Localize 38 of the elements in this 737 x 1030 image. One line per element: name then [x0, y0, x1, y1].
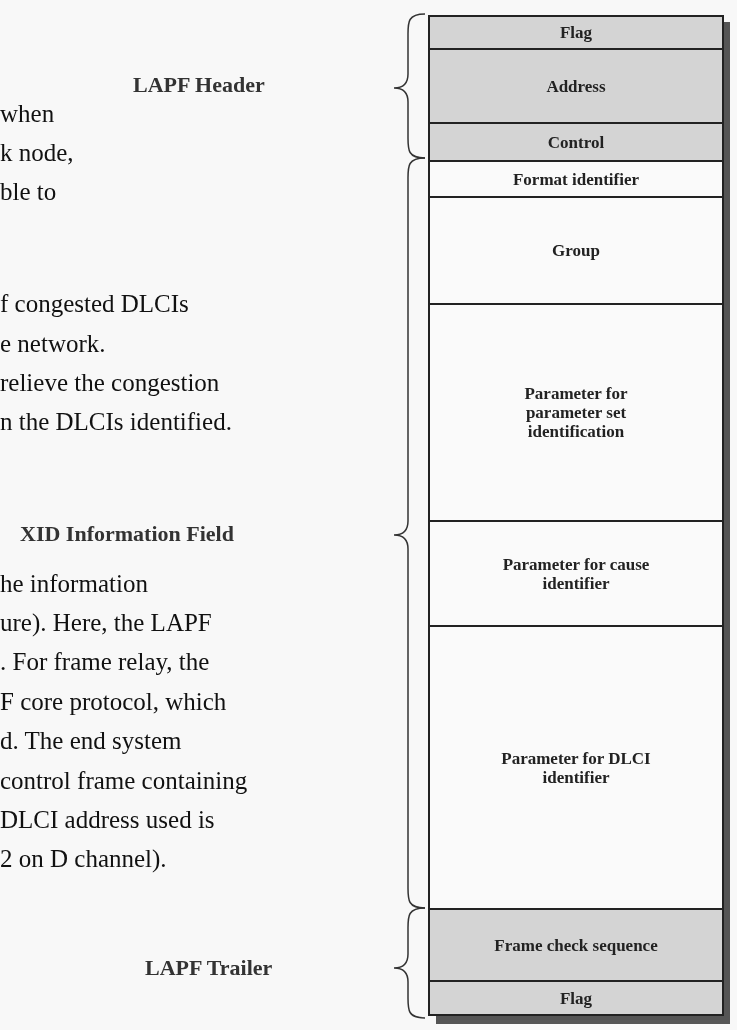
body-text-line: 2 on D channel). — [0, 845, 167, 873]
field-name: Group — [552, 241, 600, 260]
frame-field — [428, 520, 724, 627]
field-name: Parameter for parameter set identification — [523, 384, 629, 441]
section-heading: XID Information Field — [20, 521, 234, 547]
frame-field — [428, 15, 724, 50]
frame-field — [428, 908, 724, 982]
body-text-line: ure). Here, the LAPF — [0, 609, 212, 637]
body-text-line: n the DLCIs identified. — [0, 408, 232, 436]
field-name: Flag — [559, 988, 593, 1008]
body-text-line: d. The end system — [0, 727, 182, 755]
field-name: Flag — [559, 23, 593, 42]
field-name: Frame check sequence — [494, 935, 658, 955]
field-name: Parameter for DLCI identifier — [500, 748, 652, 787]
body-text-line: control frame containing — [0, 767, 248, 795]
body-text-line: . For frame relay, the — [0, 648, 210, 676]
section-heading: LAPF Header — [133, 72, 265, 98]
field-name: Control — [547, 132, 605, 152]
body-text-line: when — [0, 100, 55, 128]
frame-field — [428, 48, 724, 124]
frame-field — [428, 160, 724, 198]
frame-field — [428, 122, 724, 162]
field-name: Format identifier — [512, 169, 639, 189]
section-heading: LAPF Trailer — [145, 955, 273, 981]
body-text-line: he information — [0, 570, 148, 598]
body-text-line: DLCI address used is — [0, 806, 215, 834]
frame-field — [428, 980, 724, 1016]
frame-field — [428, 625, 724, 910]
frame-field — [428, 196, 724, 305]
body-text-line: ble to — [0, 178, 57, 206]
field-name: Address — [546, 76, 606, 96]
body-text-line: f congested DLCIs — [0, 290, 189, 318]
body-text-line: e network. — [0, 330, 106, 358]
body-text-line: k node, — [0, 139, 74, 167]
body-text-line: F core protocol, which — [0, 688, 227, 716]
field-name: Parameter for cause identifier — [501, 554, 651, 593]
frame-field — [428, 303, 724, 522]
body-text-line: relieve the congestion — [0, 369, 220, 397]
